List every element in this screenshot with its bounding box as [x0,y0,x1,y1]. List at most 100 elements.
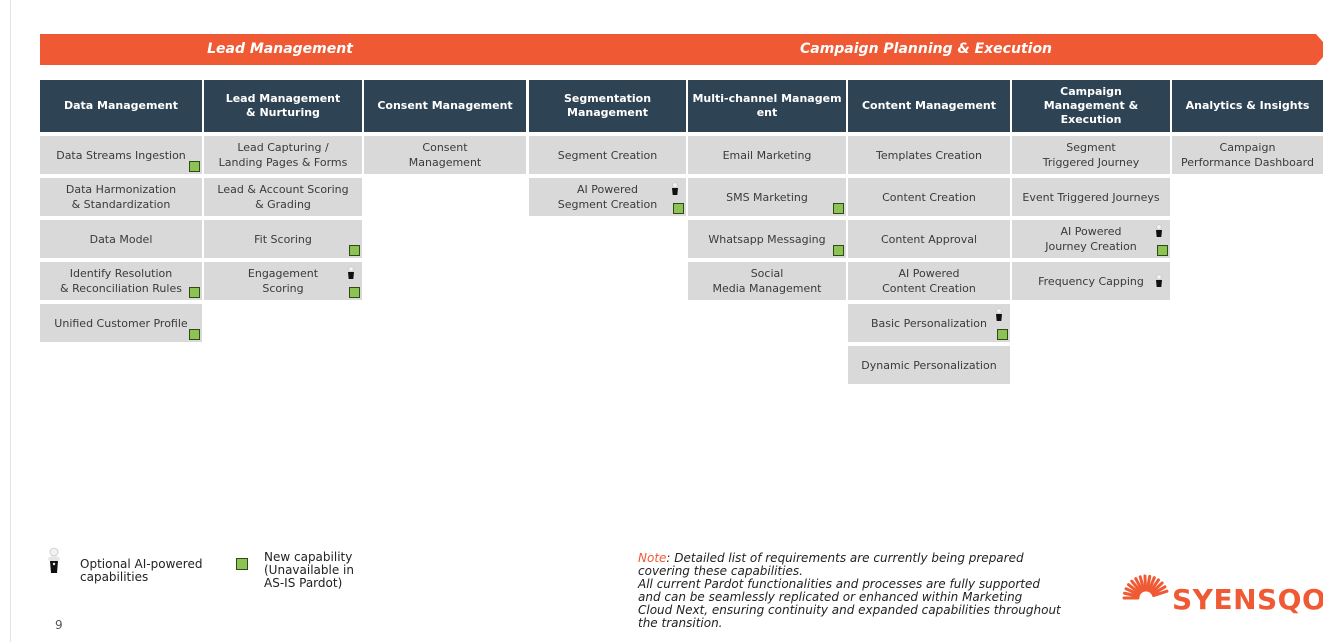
new-capability-square-icon [349,245,360,256]
column-header: Multi-channel Managem ent [688,80,846,132]
capability-cell: Identify Resolution & Reconciliation Rul… [40,262,202,300]
capability-label: Data Harmonization & Standardization [65,183,177,211]
syensqo-logo-icon [1122,574,1169,600]
column-header: Data Management [40,80,202,132]
capability-cell: AI Powered Journey Creation [1012,220,1170,258]
banner-arrow-shape [529,34,1323,65]
capability-cell: Frequency Capping [1012,262,1170,300]
capability-label: Lead Capturing / Landing Pages & Forms [218,141,348,169]
column-header: Lead Management & Nurturing [204,80,362,132]
capability-label: Whatsapp Messaging [708,232,826,246]
capability-label: Consent Management [408,141,482,169]
capability-label: Unified Customer Profile [54,316,188,330]
capability-label: Frequency Capping [1038,274,1144,288]
capability-label: Content Approval [880,232,978,246]
capability-cell: AI Powered Content Creation [848,262,1010,300]
capability-cell: Whatsapp Messaging [688,220,846,258]
capability-label: Basic Personalization [870,316,988,330]
capability-label: Segment Triggered Journey [1042,141,1140,169]
capability-cell: Segment Triggered Journey [1012,136,1170,174]
column-header: Segmentation Management [529,80,686,132]
capability-cell: Basic Personalization [848,304,1010,342]
capability-cell: Fit Scoring [204,220,362,258]
capability-cell: AI Powered Segment Creation [529,178,686,216]
capability-cell: Content Approval [848,220,1010,258]
capability-label: Identify Resolution & Reconciliation Rul… [60,267,182,295]
note-label: Note [638,551,667,565]
capability-cell: Campaign Performance Dashboard [1172,136,1323,174]
ai-figure-icon [1156,224,1162,237]
column-header: Analytics & Insights [1172,80,1323,132]
new-capability-square-icon [673,203,684,214]
capability-cell: Event Triggered Journeys [1012,178,1170,216]
column-header: Consent Management [364,80,526,132]
capability-cell: Dynamic Personalization [848,346,1010,384]
ai-figure-icon [48,547,60,573]
capability-label: Segment Creation [557,148,658,162]
syensqo-logo-text: SYENSQO [1172,583,1323,616]
lead-management-banner: Lead Management [40,34,545,65]
ai-figure-icon [996,308,1002,321]
page-number: 9 [55,618,63,632]
capability-cell: Data Model [40,220,202,258]
lead-management-title: Lead Management [207,41,353,57]
capability-label: SMS Marketing [726,190,808,204]
capability-cell: Lead Capturing / Landing Pages & Forms [204,136,362,174]
capability-cell: Templates Creation [848,136,1010,174]
capability-label: Data Model [89,232,153,246]
column-header: Content Management [848,80,1010,132]
capability-cell: Engagement Scoring [204,262,362,300]
campaign-planning-banner: Campaign Planning & Execution [529,34,1323,65]
ai-figure-icon [1156,274,1162,287]
note-body: : Detailed list of requirements are curr… [638,551,1061,630]
new-capability-square-icon [349,287,360,298]
campaign-planning-title: Campaign Planning & Execution [799,41,1053,57]
capability-label: Campaign Performance Dashboard [1181,141,1314,169]
ai-figure-icon [348,266,354,279]
capability-cell: Email Marketing [688,136,846,174]
capability-label: Fit Scoring [254,232,312,246]
capability-cell: Segment Creation [529,136,686,174]
new-capability-legend-label: New capability (Unavailable in AS-IS Par… [264,550,354,590]
capability-cell: Social Media Management [688,262,846,300]
left-margin-rule [10,0,11,642]
capability-label: Dynamic Personalization [861,358,997,372]
new-capability-square-icon [189,329,200,340]
capability-label: Templates Creation [876,148,982,162]
new-capability-square-icon [833,245,844,256]
ai-legend-label: Optional AI-powered capabilities [80,557,203,584]
new-capability-square-icon [236,558,248,570]
capability-label: Event Triggered Journeys [1022,190,1160,204]
new-capability-square-icon [189,287,200,298]
capability-cell: SMS Marketing [688,178,846,216]
capability-cell: Consent Management [364,136,526,174]
new-capability-square-icon [997,329,1008,340]
capability-cell: Unified Customer Profile [40,304,202,342]
capability-label: Content Creation [882,190,976,204]
capability-cell: Data Harmonization & Standardization [40,178,202,216]
ai-figure-icon [672,182,678,195]
capability-label: Engagement Scoring [247,267,319,295]
new-capability-square-icon [833,203,844,214]
note-text: Note: Detailed list of requirements are … [638,552,1068,630]
capability-label: Email Marketing [722,148,812,162]
capability-cell: Data Streams Ingestion [40,136,202,174]
new-capability-square-icon [1157,245,1168,256]
capability-label: AI Powered Journey Creation [1045,225,1137,253]
column-header: Campaign Management & Execution [1012,80,1170,132]
capability-cell: Lead & Account Scoring & Grading [204,178,362,216]
capability-label: Social Media Management [712,267,822,295]
capability-label: AI Powered Content Creation [882,267,976,295]
capability-label: AI Powered Segment Creation [557,183,658,211]
banner-arrow-shape [40,34,545,65]
capability-label: Lead & Account Scoring & Grading [217,183,349,211]
capability-label: Data Streams Ingestion [56,148,186,162]
